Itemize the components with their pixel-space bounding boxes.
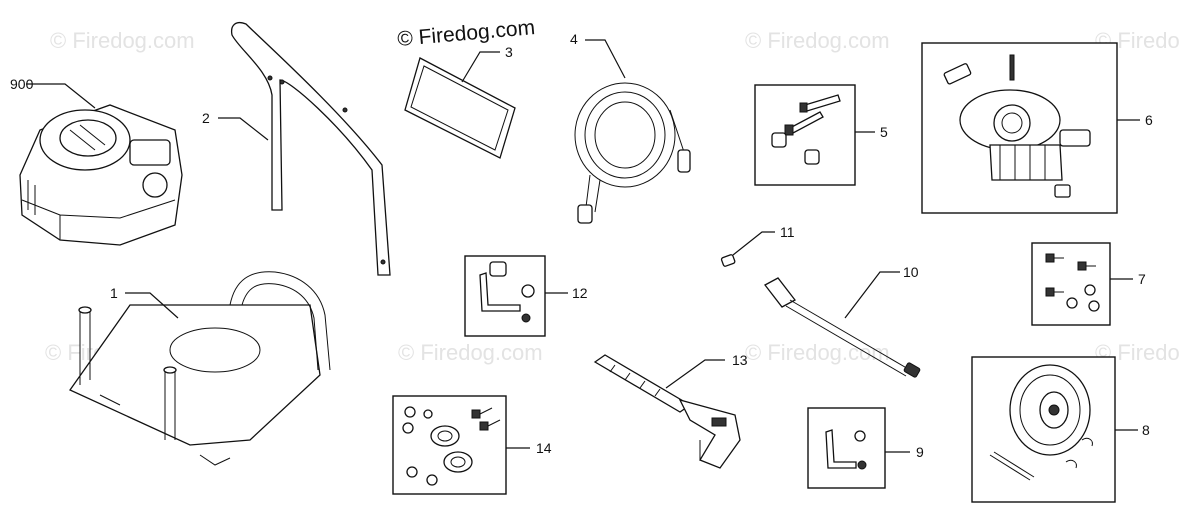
hose-part[interactable] — [574, 82, 691, 224]
callout-5: 5 — [880, 124, 888, 140]
callout-13: 13 — [732, 352, 748, 368]
callout-6: 6 — [1145, 112, 1153, 128]
engine-part[interactable] — [19, 104, 183, 246]
callout-1: 1 — [110, 285, 118, 301]
seal-kit-part[interactable] — [392, 395, 507, 495]
callout-14: 14 — [536, 440, 552, 456]
nozzle-part[interactable] — [720, 254, 736, 267]
pump-assembly-part[interactable] — [921, 42, 1118, 214]
wheel-kit-part[interactable] — [971, 356, 1116, 503]
panel-part[interactable] — [404, 57, 516, 159]
watermark-text: © Firedog.com — [398, 340, 543, 365]
wand-part[interactable] — [764, 277, 921, 378]
frame-part[interactable] — [69, 271, 331, 466]
watermark-text: © Firedog.com — [50, 28, 195, 53]
hardware-kit-12[interactable] — [464, 255, 546, 337]
callout-8: 8 — [1142, 422, 1150, 438]
hardware-kit-7[interactable] — [1031, 242, 1111, 326]
callout-9: 9 — [916, 444, 924, 460]
callout-4: 4 — [570, 31, 578, 47]
callout-2: 2 — [202, 110, 210, 126]
hardware-kit-9[interactable] — [807, 407, 886, 489]
watermark-text: © Firedog.com — [745, 340, 890, 365]
callout-10: 10 — [903, 264, 919, 280]
watermark-text: © Firedog.com — [745, 28, 890, 53]
callout-7: 7 — [1138, 271, 1146, 287]
callout-900: 900 — [10, 76, 34, 92]
hardware-kit-5[interactable] — [754, 84, 856, 186]
callout-3: 3 — [505, 44, 513, 60]
spray-gun-part[interactable] — [593, 354, 741, 469]
handle-part[interactable] — [230, 21, 391, 276]
callout-12: 12 — [572, 285, 588, 301]
callout-11: 11 — [780, 224, 795, 240]
credit-text: © Firedog.com — [396, 16, 536, 51]
